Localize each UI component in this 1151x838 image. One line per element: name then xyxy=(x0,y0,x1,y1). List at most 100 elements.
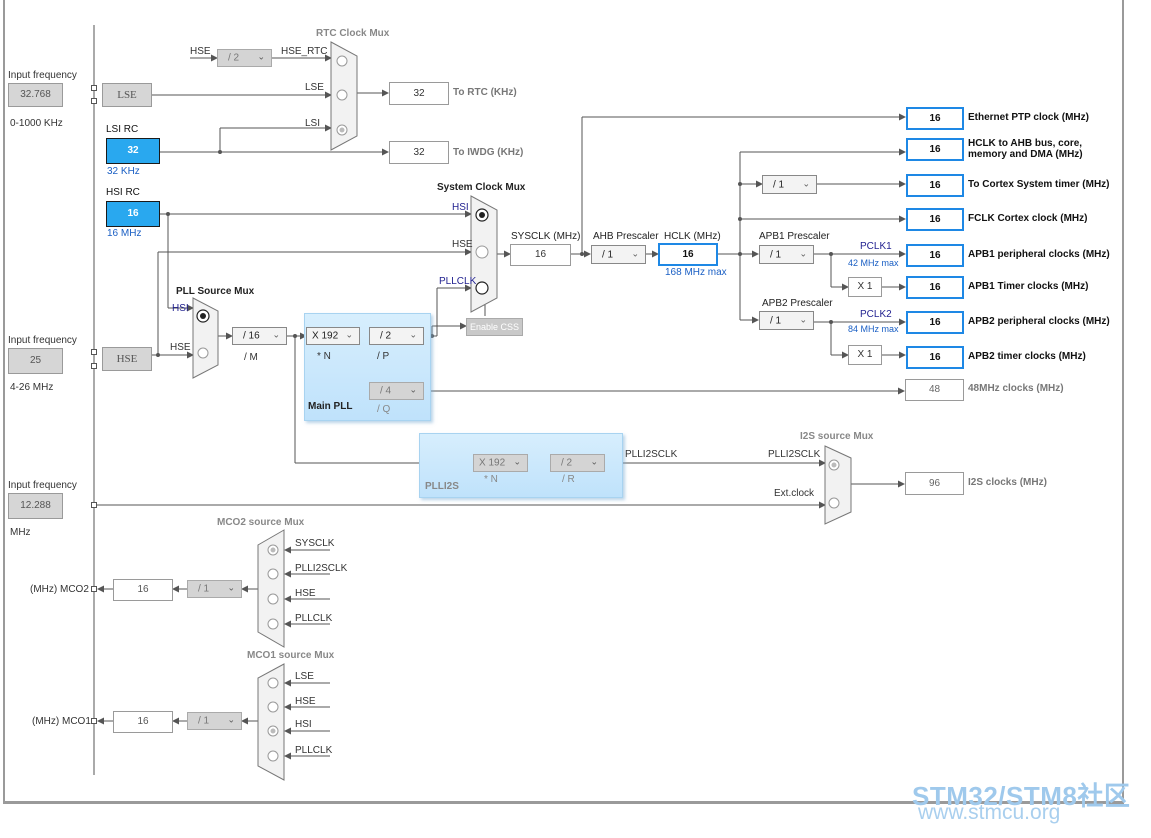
apb1-timer-multiplier[interactable]: X 1 xyxy=(848,277,882,297)
plli2s-n-label: * N xyxy=(484,474,498,485)
pll-q-label: / Q xyxy=(377,404,391,415)
apb2-peripheral-label: APB2 peripheral clocks (MHz) xyxy=(968,316,1110,327)
sysclk-label: SYSCLK (MHz) xyxy=(511,231,581,242)
chevron-down-icon: ⌄ xyxy=(409,329,417,340)
hclk-ahb-label-line2: memory and DMA (MHz) xyxy=(968,149,1083,160)
lse-pin-a xyxy=(91,85,97,91)
plli2s-n-multiplier[interactable]: X 192⌄ xyxy=(473,454,528,472)
i2s-plli2sclk-label: PLLI2SCLK xyxy=(768,449,821,460)
mco1-mux-title: MCO1 source Mux xyxy=(247,650,335,661)
mco2-divider[interactable]: / 1⌄ xyxy=(187,580,242,598)
lsi-rc-value[interactable]: 32 xyxy=(106,138,160,164)
i2s-clock-value[interactable]: 96 xyxy=(905,472,964,495)
mco1-label: (MHz) MCO1 xyxy=(32,716,91,727)
hclk-ahb-value[interactable]: 16 xyxy=(906,138,964,161)
apb1-peripheral-label: APB1 peripheral clocks (MHz) xyxy=(968,249,1110,260)
diagram-frame xyxy=(3,0,1124,804)
apb1-prescaler-select[interactable]: / 1⌄ xyxy=(759,245,814,264)
rtc-lse-label: LSE xyxy=(305,82,324,93)
sysclk-value[interactable]: 16 xyxy=(510,244,571,266)
rtc-output-label: To RTC (KHz) xyxy=(453,87,517,98)
mco2-value[interactable]: 16 xyxy=(113,579,173,601)
chevron-down-icon: ⌄ xyxy=(257,51,265,62)
pllsrc-hse-label: HSE xyxy=(170,342,191,353)
chevron-down-icon: ⌄ xyxy=(799,247,807,258)
fclk-value[interactable]: 16 xyxy=(906,208,964,231)
mco1-divider[interactable]: / 1⌄ xyxy=(187,712,242,730)
hse-input-freq-field[interactable]: 25 xyxy=(8,348,63,374)
pll-m-divider[interactable]: / 16⌄ xyxy=(232,327,287,345)
hclk-label: HCLK (MHz) xyxy=(664,231,721,242)
pll-n-label: * N xyxy=(317,351,331,362)
ethernet-ptp-value[interactable]: 16 xyxy=(906,107,964,130)
pll-q-divider[interactable]: / 4⌄ xyxy=(369,382,424,400)
ext-input-freq-label: Input frequency xyxy=(8,480,77,491)
hse-pin-a xyxy=(91,349,97,355)
fclk-label: FCLK Cortex clock (MHz) xyxy=(968,213,1088,224)
lse-range-label: 0-1000 KHz xyxy=(10,118,63,129)
pclk2-max-label: 84 MHz max xyxy=(848,324,899,334)
mco2-mux-shape xyxy=(257,529,285,648)
apb2-peripheral-value[interactable]: 16 xyxy=(906,311,964,334)
mco1-pin xyxy=(91,718,97,724)
hsi-rc-freq: 16 MHz xyxy=(107,228,142,239)
ext-pin xyxy=(91,502,97,508)
rtc-output-value[interactable]: 32 xyxy=(389,82,449,105)
mco1-in-hsi: HSI xyxy=(295,719,312,730)
hsi-rc-value[interactable]: 16 xyxy=(106,201,160,227)
watermark-title: STM32/STM8社区 xyxy=(912,781,1131,811)
hse-input-freq-label: Input frequency xyxy=(8,335,77,346)
chevron-down-icon: ⌄ xyxy=(802,177,810,188)
ahb-prescaler-label: AHB Prescaler xyxy=(593,231,659,242)
lsi-rc-title: LSI RC xyxy=(106,124,139,135)
cortex-timer-value[interactable]: 16 xyxy=(906,174,964,197)
chevron-down-icon: ⌄ xyxy=(345,329,353,340)
lse-input-freq-field[interactable]: 32.768 xyxy=(8,83,63,107)
ahb-prescaler-select[interactable]: / 1⌄ xyxy=(591,245,646,264)
iwdg-output-label: To IWDG (KHz) xyxy=(453,147,524,158)
hse-range-label: 4-26 MHz xyxy=(10,382,54,393)
lse-pin-b xyxy=(91,98,97,104)
pll-source-mux-title: PLL Source Mux xyxy=(176,286,255,297)
hclk-max-label: 168 MHz max xyxy=(665,267,727,278)
pll-p-divider[interactable]: / 2⌄ xyxy=(369,327,424,345)
chevron-down-icon: ⌄ xyxy=(631,247,639,258)
mco1-value[interactable]: 16 xyxy=(113,711,173,733)
mco2-in-plli2sclk: PLLI2SCLK xyxy=(295,563,348,574)
main-pll-title: Main PLL xyxy=(308,401,353,412)
chevron-down-icon: ⌄ xyxy=(227,582,235,593)
lse-input-freq-label: Input frequency xyxy=(8,70,77,81)
cortex-timer-divider[interactable]: / 1⌄ xyxy=(762,175,817,194)
plli2s-r-divider[interactable]: / 2⌄ xyxy=(550,454,605,472)
apb1-timer-value[interactable]: 16 xyxy=(906,276,964,299)
mco2-pin xyxy=(91,586,97,592)
apb1-peripheral-value[interactable]: 16 xyxy=(906,244,964,267)
hclk-value[interactable]: 16 xyxy=(658,243,718,266)
ext-input-freq-field[interactable]: 12.288 xyxy=(8,493,63,519)
clk48-value[interactable]: 48 xyxy=(905,379,964,401)
sysmux-hsi-label: HSI xyxy=(452,202,469,213)
apb2-timer-multiplier[interactable]: X 1 xyxy=(848,345,882,365)
rtc-lsi-label: LSI xyxy=(305,118,321,129)
mco2-in-hse: HSE xyxy=(295,588,316,599)
apb2-prescaler-select[interactable]: / 1⌄ xyxy=(759,311,814,330)
hse-pin-b xyxy=(91,363,97,369)
lse-source-box[interactable]: LSE xyxy=(102,83,152,107)
hse-source-box[interactable]: HSE xyxy=(102,347,152,371)
rtc-mux-title: RTC Clock Mux xyxy=(316,28,390,39)
plli2s-r-label: / R xyxy=(562,474,575,485)
iwdg-output-value[interactable]: 32 xyxy=(389,141,449,164)
mco1-in-hse: HSE xyxy=(295,696,316,707)
mco2-mux-title: MCO2 source Mux xyxy=(217,517,305,528)
mco2-label: (MHz) MCO2 xyxy=(30,584,89,595)
enable-css-button[interactable]: Enable CSS xyxy=(466,318,523,336)
apb2-timer-value[interactable]: 16 xyxy=(906,346,964,369)
plli2sclk-label: PLLI2SCLK xyxy=(625,449,678,460)
apb2-prescaler-label: APB2 Prescaler xyxy=(762,298,833,309)
rtc-hse-divider[interactable]: / 2⌄ xyxy=(217,49,272,67)
i2s-clock-label: I2S clocks (MHz) xyxy=(968,477,1047,488)
pll-p-label: / P xyxy=(377,351,390,362)
i2s-mux-shape xyxy=(824,445,852,525)
chevron-down-icon: ⌄ xyxy=(513,456,521,467)
pll-n-multiplier[interactable]: X 192⌄ xyxy=(306,327,360,345)
